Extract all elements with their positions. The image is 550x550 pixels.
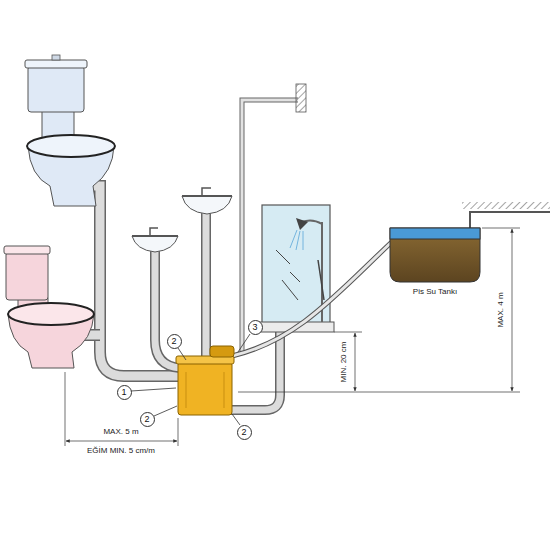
wash-basin-left <box>132 228 178 252</box>
drain-pipe <box>80 186 180 376</box>
callout-text: 2 <box>171 337 176 346</box>
discharge-hose <box>232 238 396 356</box>
toilet-upper <box>28 66 84 112</box>
septic-tank <box>462 202 550 209</box>
wash-basin-left <box>150 228 158 236</box>
leader-line <box>232 414 240 425</box>
leader-line <box>131 388 176 391</box>
macerator-pump <box>224 372 225 408</box>
leader-line <box>238 334 250 352</box>
drain-pipe <box>203 212 210 360</box>
macerator-pump <box>176 346 234 415</box>
drain-pipe <box>155 250 180 368</box>
callout-number: 2 <box>237 425 252 440</box>
dimension-line <box>65 228 520 446</box>
dimension-label: MAX. 5 m <box>101 428 140 437</box>
macerator-pump <box>210 346 234 357</box>
drain-pipe <box>201 212 211 360</box>
shower-cabin <box>258 205 334 332</box>
leader-line <box>154 406 177 416</box>
callout-number: 2 <box>140 412 155 427</box>
tank-label: Pis Su Tankı <box>411 288 459 297</box>
dimension-line <box>178 418 179 446</box>
toilet-upper <box>27 135 115 157</box>
shower-cabin <box>282 280 298 300</box>
macerator-pump <box>178 362 232 415</box>
leader-line <box>178 348 186 360</box>
callout-text: 3 <box>252 323 257 332</box>
septic-tank <box>390 228 480 282</box>
wash-basin-left <box>132 236 178 252</box>
callout-text: 2 <box>241 428 246 437</box>
wash-basin-right <box>182 196 232 214</box>
dimension-line <box>238 392 520 393</box>
dimension-label: MIN. 20 cm <box>340 340 349 385</box>
macerator-pump <box>186 372 187 408</box>
discharge-hose <box>232 238 396 356</box>
septic-tank <box>470 212 550 228</box>
callout-text: 1 <box>121 388 126 397</box>
drain-pipe <box>80 186 180 376</box>
dimension-label: MAX. 4 m <box>497 290 506 329</box>
toilet-upper <box>25 55 115 206</box>
discharge-hose <box>232 238 396 356</box>
shower-cabin <box>290 272 300 282</box>
wash-basin-right <box>182 195 232 197</box>
wash-basin-right <box>202 188 211 196</box>
wash-basin-left <box>132 235 178 237</box>
drain-pipe <box>155 250 180 368</box>
callout-number: 3 <box>248 320 263 335</box>
dimension-line <box>512 229 513 391</box>
toilet-lower <box>4 246 94 368</box>
dimension-line <box>334 332 362 333</box>
shower-cabin <box>303 231 304 250</box>
callout-number: 1 <box>117 385 132 400</box>
wash-basin-right <box>182 188 232 214</box>
toilet-upper <box>25 60 87 68</box>
shower-cabin <box>290 230 297 248</box>
dimension-label: EĞİM MIN. 5 cm/m <box>85 447 157 456</box>
toilet-lower <box>4 246 50 254</box>
callout-number: 2 <box>167 334 182 349</box>
callout-text: 2 <box>144 415 149 424</box>
shower-cabin <box>276 250 290 264</box>
dimension-line <box>482 228 520 229</box>
dimension-line <box>65 372 66 446</box>
shower-cabin <box>318 260 324 300</box>
dimension-line <box>66 441 177 442</box>
toilet-lower <box>6 252 48 300</box>
toilet-upper <box>52 55 60 60</box>
shower-cabin <box>296 218 308 230</box>
septic-tank <box>390 228 480 239</box>
septic-tank <box>390 202 550 282</box>
toilet-lower <box>8 303 94 325</box>
shower-cabin <box>296 231 300 250</box>
dimension-line <box>355 333 356 391</box>
vent-pipe <box>296 84 306 112</box>
